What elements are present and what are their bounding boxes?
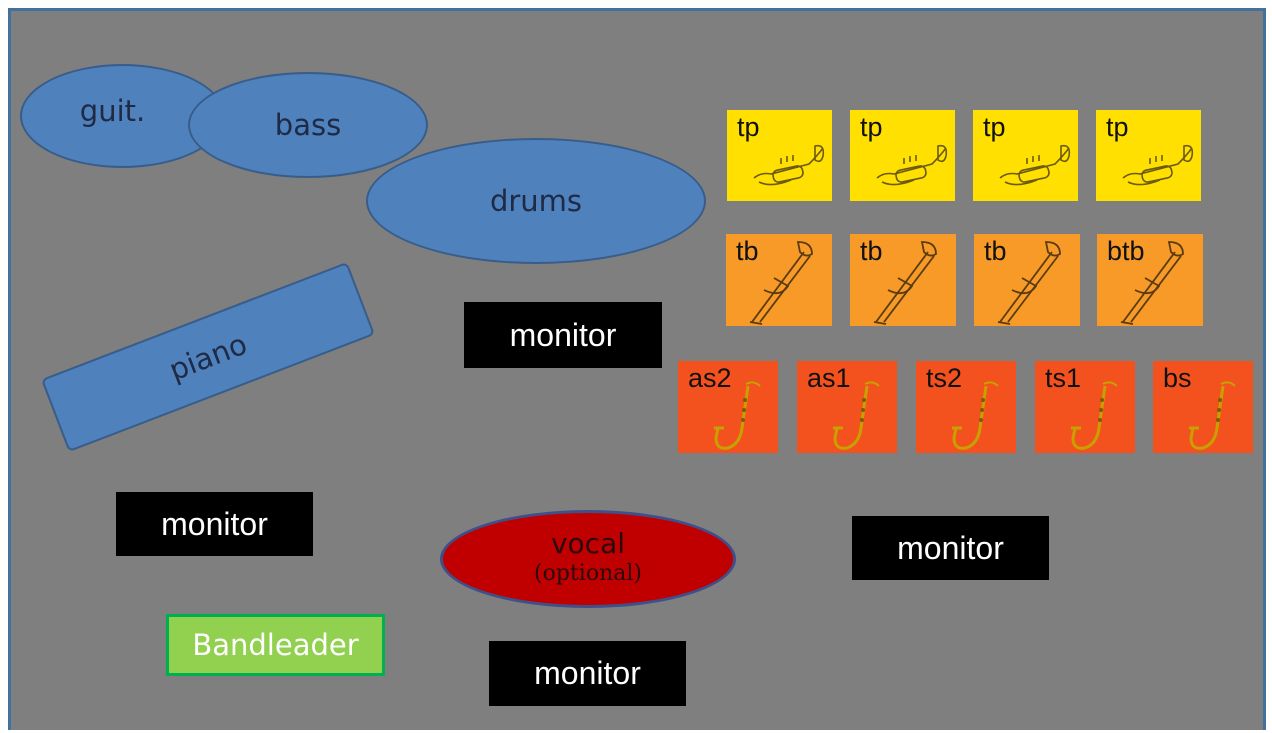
sax-label: ts2 xyxy=(926,363,963,393)
trombone-seat: tb xyxy=(974,234,1080,326)
vocal-note: (optional) xyxy=(534,561,642,586)
saxophone-icon xyxy=(952,381,999,450)
trombone-seat: tb xyxy=(726,234,832,326)
monitor-label: monitor xyxy=(897,529,1004,566)
trombone-seat: tb xyxy=(850,234,956,326)
trumpet-icon xyxy=(876,144,948,186)
trombone-label: tb xyxy=(984,236,1007,266)
sax-seat: bs xyxy=(1153,361,1253,453)
monitor-center: monitor xyxy=(464,302,662,368)
trombone-label: tb xyxy=(736,236,759,266)
trumpet-icon xyxy=(753,144,825,186)
piano-label: piano xyxy=(164,326,252,388)
trumpet-seat: tp xyxy=(727,110,832,201)
saxophone-icon xyxy=(1189,381,1236,450)
saxophone-icon xyxy=(833,381,880,450)
trombone-icon xyxy=(997,241,1061,325)
sax-seat: ts1 xyxy=(1035,361,1135,453)
sax-seat: as1 xyxy=(797,361,897,453)
bass-label: bass xyxy=(274,108,342,142)
trombone-label: tb xyxy=(860,236,883,266)
guitar-label: guit. xyxy=(79,94,146,128)
monitor-label: monitor xyxy=(161,505,268,542)
bandleader-position: Bandleader xyxy=(166,614,385,676)
trumpet-seat: tp xyxy=(973,110,1078,201)
sax-label: bs xyxy=(1163,363,1192,393)
vocal-label: vocal xyxy=(550,527,626,560)
saxophone-icon xyxy=(1071,381,1118,450)
saxophone-icon xyxy=(714,381,761,450)
trombone-label: btb xyxy=(1107,236,1145,266)
drums-label: drums xyxy=(489,184,583,218)
trombone-icon xyxy=(749,241,813,325)
monitor-left: monitor xyxy=(116,492,313,556)
sax-label: as2 xyxy=(688,363,732,393)
trumpet-icon xyxy=(1122,144,1194,186)
vocal-position: vocal (optional) xyxy=(440,510,736,608)
trumpet-label: tp xyxy=(983,112,1006,142)
monitor-front: monitor xyxy=(489,641,686,706)
trumpet-seat: tp xyxy=(1096,110,1201,201)
trumpet-label: tp xyxy=(1106,112,1129,142)
drums-position: drums xyxy=(366,138,706,264)
monitor-right: monitor xyxy=(852,516,1049,580)
trumpet-label: tp xyxy=(737,112,760,142)
sax-label: as1 xyxy=(807,363,851,393)
sax-seat: ts2 xyxy=(916,361,1016,453)
trumpet-seat: tp xyxy=(850,110,955,201)
sax-label: ts1 xyxy=(1045,363,1082,393)
trombone-icon xyxy=(873,241,937,325)
sax-seat: as2 xyxy=(678,361,778,453)
bandleader-label: Bandleader xyxy=(192,628,359,662)
trumpet-icon xyxy=(999,144,1071,186)
bass-position: bass xyxy=(188,72,428,178)
monitor-label: monitor xyxy=(534,655,641,691)
monitor-label: monitor xyxy=(509,316,617,353)
trombone-icon xyxy=(1120,241,1184,325)
trumpet-label: tp xyxy=(860,112,883,142)
trombone-seat: btb xyxy=(1097,234,1203,326)
